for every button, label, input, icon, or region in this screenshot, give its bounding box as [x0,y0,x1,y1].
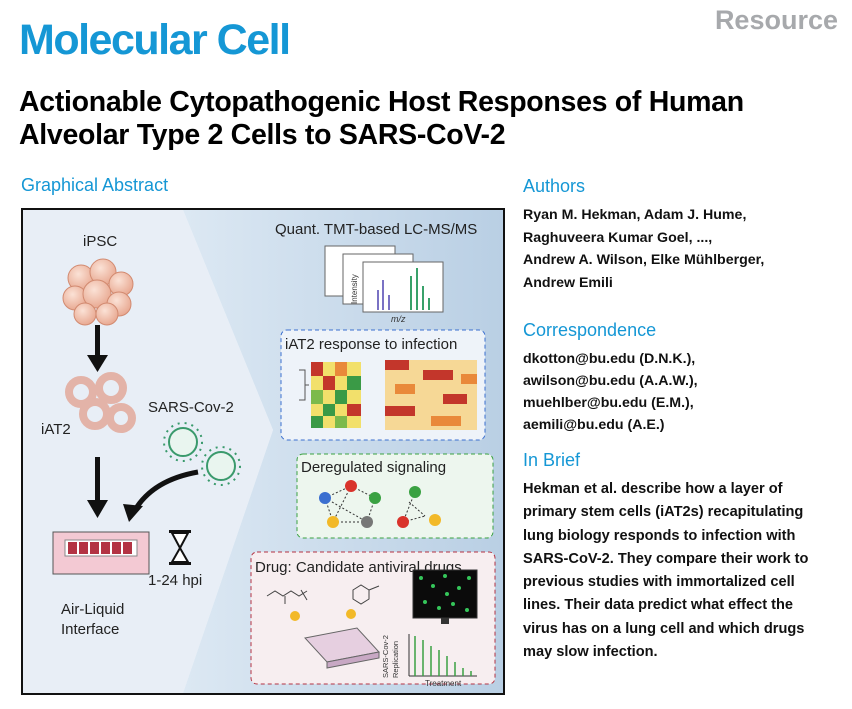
ipsc-cells-icon [62,258,134,326]
response-label: iAT2 response to infection [285,336,457,353]
in-brief-line: SARS-CoV-2. They compare their work to [523,550,809,567]
in-brief-line: primary stem cells (iAT2s) recapitulatin… [523,504,804,521]
in-brief-text: Hekman et al. describe how a layer of pr… [523,478,843,664]
well-plate-icon [304,627,380,669]
iat2-cells-icon [65,372,136,433]
in-brief-line: virus has on a lung cell and which drugs [523,620,805,637]
author-line: Raghuveera Kumar Goel, ..., [523,229,713,246]
mz-axis-label: m/z [391,314,406,324]
in-brief-line: previous studies with immortalized cell [523,574,795,591]
email-link[interactable]: dkotton@bu.edu (D.N.K.), [523,351,696,367]
graphical-abstract-svg: iPSC iAT2 SARS-Cov-2 [23,210,503,693]
graphical-abstract-heading: Graphical Abstract [21,175,169,195]
correspondence-section: Correspondence dkotton@bu.edu (D.N.K.), … [523,320,843,436]
correspondence-list: dkotton@bu.edu (D.N.K.), awilson@bu.edu … [523,348,843,436]
heatmap-small-icon [299,362,361,428]
ipsc-label: iPSC [83,233,117,250]
in-brief-line: Hekman et al. describe how a layer of [523,481,783,497]
author-line: Ryan M. Hekman, Adam J. Hume, [523,207,747,223]
authors-section: Authors Ryan M. Hekman, Adam J. Hume, Ra… [523,176,843,294]
time-label: 1-24 hpi [148,572,202,589]
ali-label-line1: Air-Liquid [61,601,124,618]
drug-pill-icon [346,609,356,619]
treatment-label: Treatment [425,679,462,688]
iat2-label: iAT2 [41,421,71,438]
virus-label: SARS-Cov-2 [148,399,234,416]
article-type: Resource [714,5,838,35]
in-brief-section: In Brief Hekman et al. describe how a la… [523,450,843,664]
in-brief-line: lung biology responds to infection with [523,527,796,544]
correspondence-heading: Correspondence [523,320,657,340]
molecule-icon [266,584,380,605]
mass-spectrum-icon [324,245,444,313]
drug-label: Drug: Candidate antiviral drugs [255,559,462,576]
replication-chart-icon [408,634,477,677]
arrow-head-icon [123,504,143,522]
intensity-axis-label: Intensity [350,274,359,304]
signaling-label: Deregulated signaling [301,459,446,476]
hourglass-icon [169,530,191,565]
infection-arrow [132,469,199,512]
microscopy-monitor-icon [412,569,478,624]
email-link[interactable]: muehlber@bu.edu (E.M.), [523,395,694,411]
arrow-down-icon [87,325,108,372]
replication-label-line1: SARS-Cov-2 [381,635,390,678]
authors-heading: Authors [523,176,586,196]
author-line: Andrew Emili [523,274,613,291]
signaling-box [296,453,494,539]
authors-list: Ryan M. Hekman, Adam J. Hume, Raghuveera… [523,204,843,294]
article-title: Actionable Cytopathogenic Host Responses… [19,86,744,151]
arrow-down-icon [87,457,108,518]
email-link[interactable]: awilson@bu.edu (A.A.W.), [523,373,698,389]
transwell-icon [52,531,150,575]
network-icon [319,480,441,528]
graphical-abstract-figure: iPSC iAT2 SARS-Cov-2 [21,208,505,695]
in-brief-line: may slow infection. [523,644,658,661]
email-link[interactable]: aemili@bu.edu (A.E.) [523,417,665,433]
replication-label-line2: Replication [391,641,400,678]
quant-label: Quant. TMT-based LC-MS/MS [275,221,477,238]
virus-icon [163,422,241,486]
in-brief-heading: In Brief [523,450,581,470]
journal-name: Molecular Cell [19,16,291,64]
ali-label-line2: Interface [61,621,119,638]
heatmap-large-icon [385,360,477,430]
drug-pill-icon [290,611,300,621]
in-brief-line: lines. Their data predict what effect th… [523,597,794,614]
author-line: Andrew A. Wilson, Elke Mühlberger, [523,252,765,268]
